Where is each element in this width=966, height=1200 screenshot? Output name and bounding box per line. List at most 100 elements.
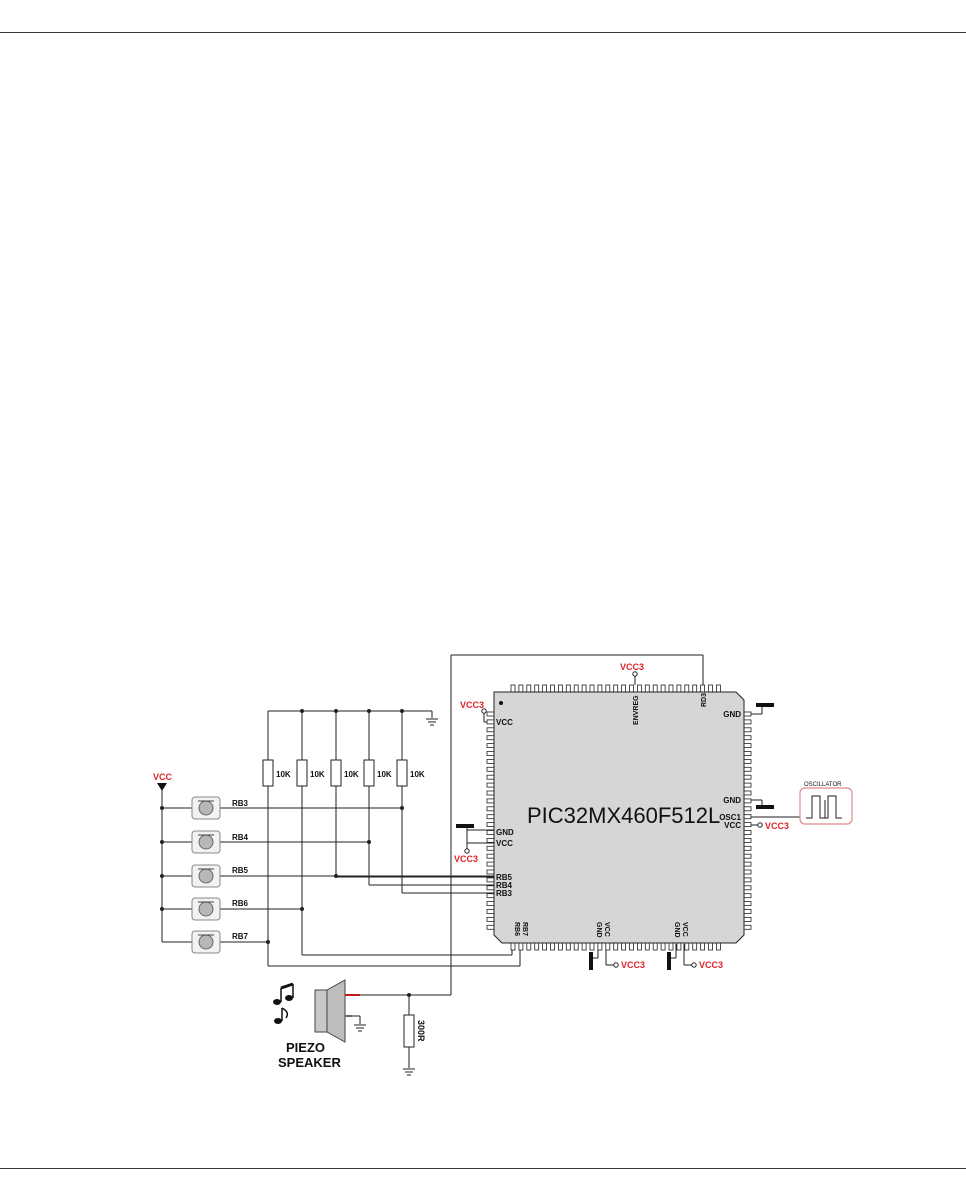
button-label-rb5: RB5 xyxy=(232,866,249,875)
chip-pin xyxy=(743,917,752,922)
chip-pin xyxy=(743,814,752,820)
resistor xyxy=(396,759,408,787)
chip-pin xyxy=(597,942,603,951)
chip-pin xyxy=(486,830,495,835)
chip-pin xyxy=(629,684,634,693)
chip-pin xyxy=(542,942,547,951)
chip-pin xyxy=(486,798,495,804)
chip-pin xyxy=(621,942,626,951)
vcc3-label: VCC3 xyxy=(460,700,484,710)
chip-pin xyxy=(743,909,752,914)
resistor-array xyxy=(262,759,408,787)
chip-pin xyxy=(486,853,495,859)
chip-pin xyxy=(581,684,587,693)
pin-label-rb6: RB6 xyxy=(513,922,520,936)
pin-label-vcc: VCC xyxy=(681,922,688,937)
pin-label-vcc: VCC xyxy=(496,718,513,727)
chip-pin xyxy=(660,684,666,693)
chip-pin xyxy=(743,759,752,764)
vcc3-label: VCC3 xyxy=(620,662,644,672)
chip-pin xyxy=(534,684,540,693)
chip-pin xyxy=(692,942,698,951)
chip-pin xyxy=(558,684,563,693)
chip-pin xyxy=(486,893,495,899)
vcc3-label: VCC3 xyxy=(765,821,789,831)
chip-pin xyxy=(743,766,752,772)
chip-pin xyxy=(565,684,571,693)
resistor-value: 10K xyxy=(310,770,325,779)
vcc3-label: VCC3 xyxy=(699,960,723,970)
chip-pin xyxy=(486,743,495,748)
chip-pin xyxy=(565,942,571,951)
pin-label-rb4: RB4 xyxy=(496,881,513,890)
chip-pin xyxy=(486,774,495,780)
supply-terminals xyxy=(464,671,763,968)
chip-pin xyxy=(486,735,495,741)
button-label-rb7: RB7 xyxy=(232,932,249,941)
resistor-value: 10K xyxy=(344,770,359,779)
speaker-resistor xyxy=(403,1014,415,1048)
bottom-rule xyxy=(0,1168,966,1169)
chip-pin xyxy=(743,853,752,859)
chip-pin xyxy=(486,901,495,906)
speaker-label-line1: PIEZO xyxy=(286,1040,325,1055)
pin-label-vcc: VCC xyxy=(496,839,513,848)
push-button-icon xyxy=(191,796,221,820)
chip-pin xyxy=(486,877,495,883)
chip-pin xyxy=(510,942,516,951)
chip-pin xyxy=(637,684,642,693)
wires xyxy=(161,654,800,1068)
chip-pin xyxy=(629,942,634,951)
chip-pin xyxy=(621,684,626,693)
chip-pin xyxy=(743,790,752,796)
chip-pin xyxy=(486,766,495,772)
pin-label-osc1: OSC1 xyxy=(719,813,741,822)
chip-pin xyxy=(743,869,752,875)
chip-pin xyxy=(684,684,690,693)
resistor-value: 10K xyxy=(276,770,291,779)
chip-pin xyxy=(708,684,713,693)
chip-pin xyxy=(486,909,495,914)
chip-pin xyxy=(644,942,650,951)
push-buttons xyxy=(191,796,221,954)
vcc3-label: VCC3 xyxy=(454,854,478,864)
ground-symbol xyxy=(425,718,439,726)
pic32-chip xyxy=(486,684,752,951)
resistor xyxy=(363,759,375,787)
chip-pin xyxy=(550,684,555,693)
vcc-arrow-icon xyxy=(157,783,167,791)
chip-pin xyxy=(486,838,495,843)
chip-pin xyxy=(668,942,674,951)
chip-pin xyxy=(510,684,516,693)
pin-label-gnd: GND xyxy=(723,710,741,719)
chip-pin xyxy=(743,727,752,733)
chip-pin xyxy=(486,845,495,851)
chip-pin xyxy=(486,719,495,725)
chip-pin xyxy=(486,759,495,764)
piezo-speaker xyxy=(314,979,360,1043)
chip-pin xyxy=(581,942,587,951)
resistor-value: 10K xyxy=(377,770,392,779)
pin-label-gnd: GND xyxy=(595,922,602,938)
chip-pin xyxy=(542,684,547,693)
chip-pin xyxy=(700,684,705,693)
chip-pin xyxy=(573,942,579,951)
oscillator xyxy=(799,787,853,825)
button-label-rb4: RB4 xyxy=(232,833,249,842)
chip-pin xyxy=(708,942,713,951)
chip-pin xyxy=(743,719,752,725)
chip-pin xyxy=(743,798,752,804)
chip-pin xyxy=(486,782,495,788)
pin-label-vcc: VCC xyxy=(724,821,741,830)
chip-pin xyxy=(486,727,495,733)
chip-pin xyxy=(743,774,752,780)
chip-pin xyxy=(660,942,666,951)
chip-pin xyxy=(613,684,619,693)
push-button-icon xyxy=(191,930,221,954)
chip-pin xyxy=(743,735,752,741)
pin-label-rb7: RB7 xyxy=(521,922,528,936)
chip-pin xyxy=(684,942,690,951)
chip-pin xyxy=(716,684,721,693)
chip-name: PIC32MX460F512L xyxy=(527,803,720,828)
pin-label-gnd: GND xyxy=(723,796,741,805)
